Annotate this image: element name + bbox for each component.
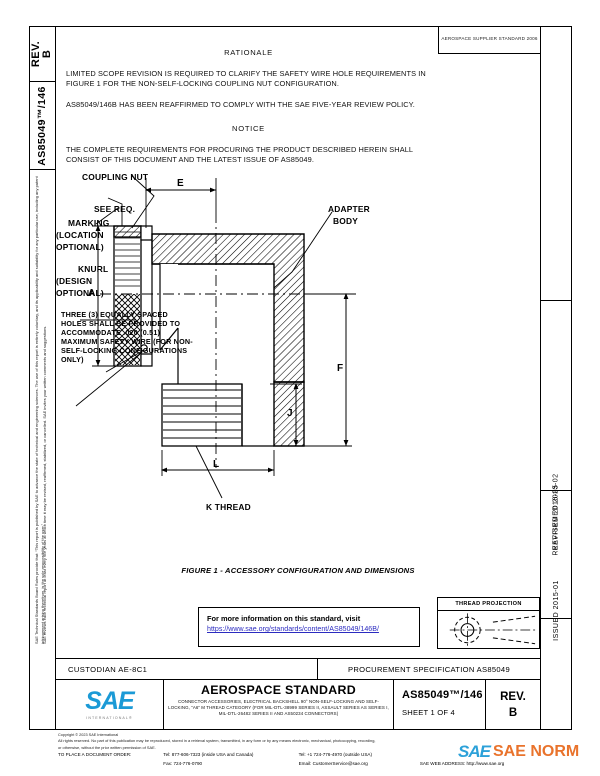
dimension-l: L [213,459,220,470]
standard-description-text: CONNECTOR ACCESSORIES, ELECTRICAL BACKSH… [168,699,389,717]
document-number-cell: AS85049™/146 SHEET 1 OF 4 [394,680,486,729]
standard-type-title: AEROSPACE STANDARD [200,683,356,697]
supersede-note-box: AEROSPACE SUPPLIER STANDARD 2006 [438,26,540,54]
more-information-text: For more information on this standard, v… [207,614,361,623]
fax-number: Fax: 724-776-0790 [163,760,203,766]
tel-inside-usa: Tel: 877-606-7323 (inside USA and Canada… [163,752,254,758]
dimension-a: A [88,288,96,299]
thread-projection-box: THREAD PROJECTION [437,597,540,649]
revision-cell: REV. B [486,680,540,729]
watermark-norm-text: SAE NORM [492,742,580,760]
label-marking-line1: MARKING [68,218,110,228]
customer-email: Email: CustomerService@sae.org [298,760,368,766]
tel-outside-usa: Tel: +1 724-776-4970 (outside USA) [298,752,372,758]
rail-divider-1 [540,300,572,301]
procurement-spec-cell: PROCUREMENT SPECIFICATION AS85049 [348,664,510,674]
copyright-line: Copyright © 2023 SAE International [58,733,119,737]
label-knurl-line2: (DESIGN [56,276,93,286]
more-information-box: For more information on this standard, v… [198,607,420,647]
label-see-req: SEE REQ. [94,204,136,214]
label-k-thread: K THREAD [206,502,251,512]
backshell-cross-section-art [75,175,356,499]
rev-tab: REV. B [29,26,55,82]
sae-disclaimer-column: SAE Technical Standards Board Rules prov… [29,170,55,648]
thread-projection-title: THREAD PROJECTION [438,598,539,611]
custodian-cell: CUSTODIAN AE-8C1 [56,659,318,679]
title-block-row-custodian: CUSTODIAN AE-8C1 PROCUREMENT SPECIFICATI… [56,658,540,680]
figure-caption: FIGURE 1 - ACCESSORY CONFIGURATION AND D… [181,566,415,575]
dimension-e: E [177,178,184,189]
label-adapter-body-line2: BODY [333,216,358,226]
disclaimer-text-b: SAE reviews each technical report at lea… [42,325,47,644]
dimension-j: J [287,408,293,419]
standard-description-cell: AEROSPACE STANDARD CONNECTOR ACCESSORIES… [164,680,394,729]
standard-url-link[interactable]: https://www.sae.org/standards/content/AS… [207,625,379,633]
rail-segment-issued: ISSUED 2015-01 [540,565,572,655]
rail-line-bottom [540,618,572,619]
label-marking-line3: OPTIONAL) [56,242,104,252]
rights-line-1: All rights reserved. No part of this pub… [58,738,376,743]
first-angle-projection-symbol [449,613,537,647]
rev-tab-value: B [41,49,54,58]
label-safety-wire-note: THREE (3) EQUALLY SPACED HOLES SHALL BE … [61,310,193,364]
part-number-tab: AS85049™/146 [29,82,55,170]
sae-logo-cell: SAE INTERNATIONAL® [56,680,164,729]
sae-web-address: SAE WEB ADDRESS: http://www.sae.org [419,760,505,766]
notice-heading: NOTICE [232,124,265,133]
label-adapter-body-line1: ADAPTER [328,204,370,214]
label-knurl-line3: OPTIONAL) [56,288,104,298]
rationale-paragraph-2: AS85049/146B HAS BEEN REAFFIRMED TO COMP… [66,100,415,109]
rationale-heading: RATIONALE [224,48,273,57]
supersede-note-text: AEROSPACE SUPPLIER STANDARD 2006 [441,36,538,42]
watermark-sae-logo: SAE [458,742,491,761]
label-knurl-line1: KNURL [78,264,109,274]
rail-revised-date: REVISED 2016-05 [552,484,560,550]
label-marking-line2: (LOCATION [56,230,104,240]
dimension-f: F [337,363,344,374]
drawing-border-inner [55,26,540,730]
sae-norm-watermark: SAE SAE NORM [458,743,579,760]
revision-value: B [508,706,518,719]
rail-issued-date: ISSUED 2015-01 [552,579,560,641]
notice-paragraph-1: THE COMPLETE REQUIREMENTS FOR PROCURING … [66,145,413,164]
label-coupling-nut: COUPLING NUT [82,172,149,182]
page-footer: Copyright © 2023 SAE International All r… [58,733,558,767]
part-number-tab-label: AS85049™/146 [36,85,48,166]
rail-segment-revised: REVISED 2016-05 [540,472,572,562]
document-body: RATIONALE LIMITED SCOPE REVISION IS REQU… [66,48,431,165]
title-block-row-main: SAE INTERNATIONAL® AEROSPACE STANDARD CO… [56,680,540,730]
figure-1-drawing: COUPLING NUT SEE REQ. ADAPTER BODY MARKI… [56,168,540,588]
sheet-number: SHEET 1 OF 4 [402,708,455,717]
sae-logo-subtext: INTERNATIONAL® [86,716,133,720]
document-number: AS85049™/146 [402,689,483,701]
order-label: TO PLACE A DOCUMENT ORDER: [58,752,132,758]
revision-label: REV. [500,690,526,703]
right-rail-border [540,26,572,730]
sae-logo-text: SAE [85,687,134,715]
rights-line-2: or otherwise, without the prior written … [58,744,156,750]
rationale-paragraph-1: LIMITED SCOPE REVISION IS REQUIRED TO CL… [66,69,426,88]
rail-divider-2 [540,490,572,491]
